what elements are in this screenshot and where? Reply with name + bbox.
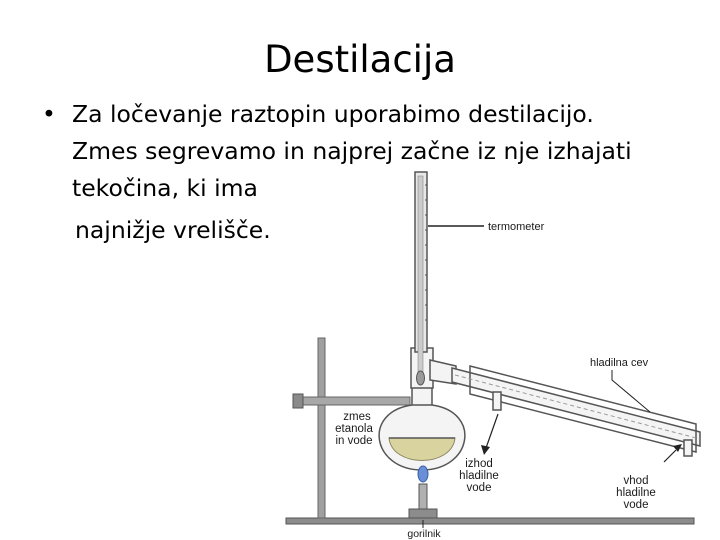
label-izhod-line-2: hladilne <box>459 470 499 482</box>
slide-title: Destilacija <box>264 38 456 81</box>
base-plate <box>285 517 695 525</box>
burner <box>408 465 438 519</box>
vhod-arrowhead <box>673 444 682 452</box>
text-line-4: najnižje vrelišče. <box>75 216 271 244</box>
round-bottom-flask <box>378 385 466 471</box>
label-zmes-line-1: zmes <box>343 411 371 423</box>
hladilna-cev-leader <box>611 370 651 413</box>
label-izhod-line-3: vode <box>466 482 492 494</box>
stand-pole <box>317 337 326 519</box>
clamp-arm <box>299 396 411 406</box>
label-gorilnik: gorilnik <box>407 528 441 540</box>
liquid-mixture <box>388 437 456 461</box>
label-vhod-line-2: hladilne <box>616 487 656 499</box>
label-vhod-line-3: vode <box>623 499 649 511</box>
clamp-knob <box>292 393 304 409</box>
text-line-1: Za ločevanje raztopin uporabimo destilac… <box>72 100 594 128</box>
label-hladilna-cev: hladilna cev <box>590 357 649 369</box>
label-vhod-line-1: vhod <box>623 475 649 487</box>
text-line-2: Zmes segrevamo in najprej začne iz nje i… <box>72 137 632 165</box>
label-zmes-line-3: in vode <box>335 435 373 447</box>
vhod-arrow <box>663 449 677 463</box>
izhod-arrowhead <box>481 445 490 455</box>
flame-icon <box>417 465 429 483</box>
condenser <box>451 365 701 457</box>
bullet-marker: • <box>42 100 56 128</box>
label-termometer: termometer <box>488 221 545 233</box>
label-zmes-line-2: etanola <box>335 423 373 435</box>
text-line-3: tekočina, ki ima <box>72 174 258 202</box>
izhod-arrow <box>485 413 499 449</box>
thermometer <box>414 171 428 386</box>
label-izhod-line-1: izhod <box>465 458 493 470</box>
